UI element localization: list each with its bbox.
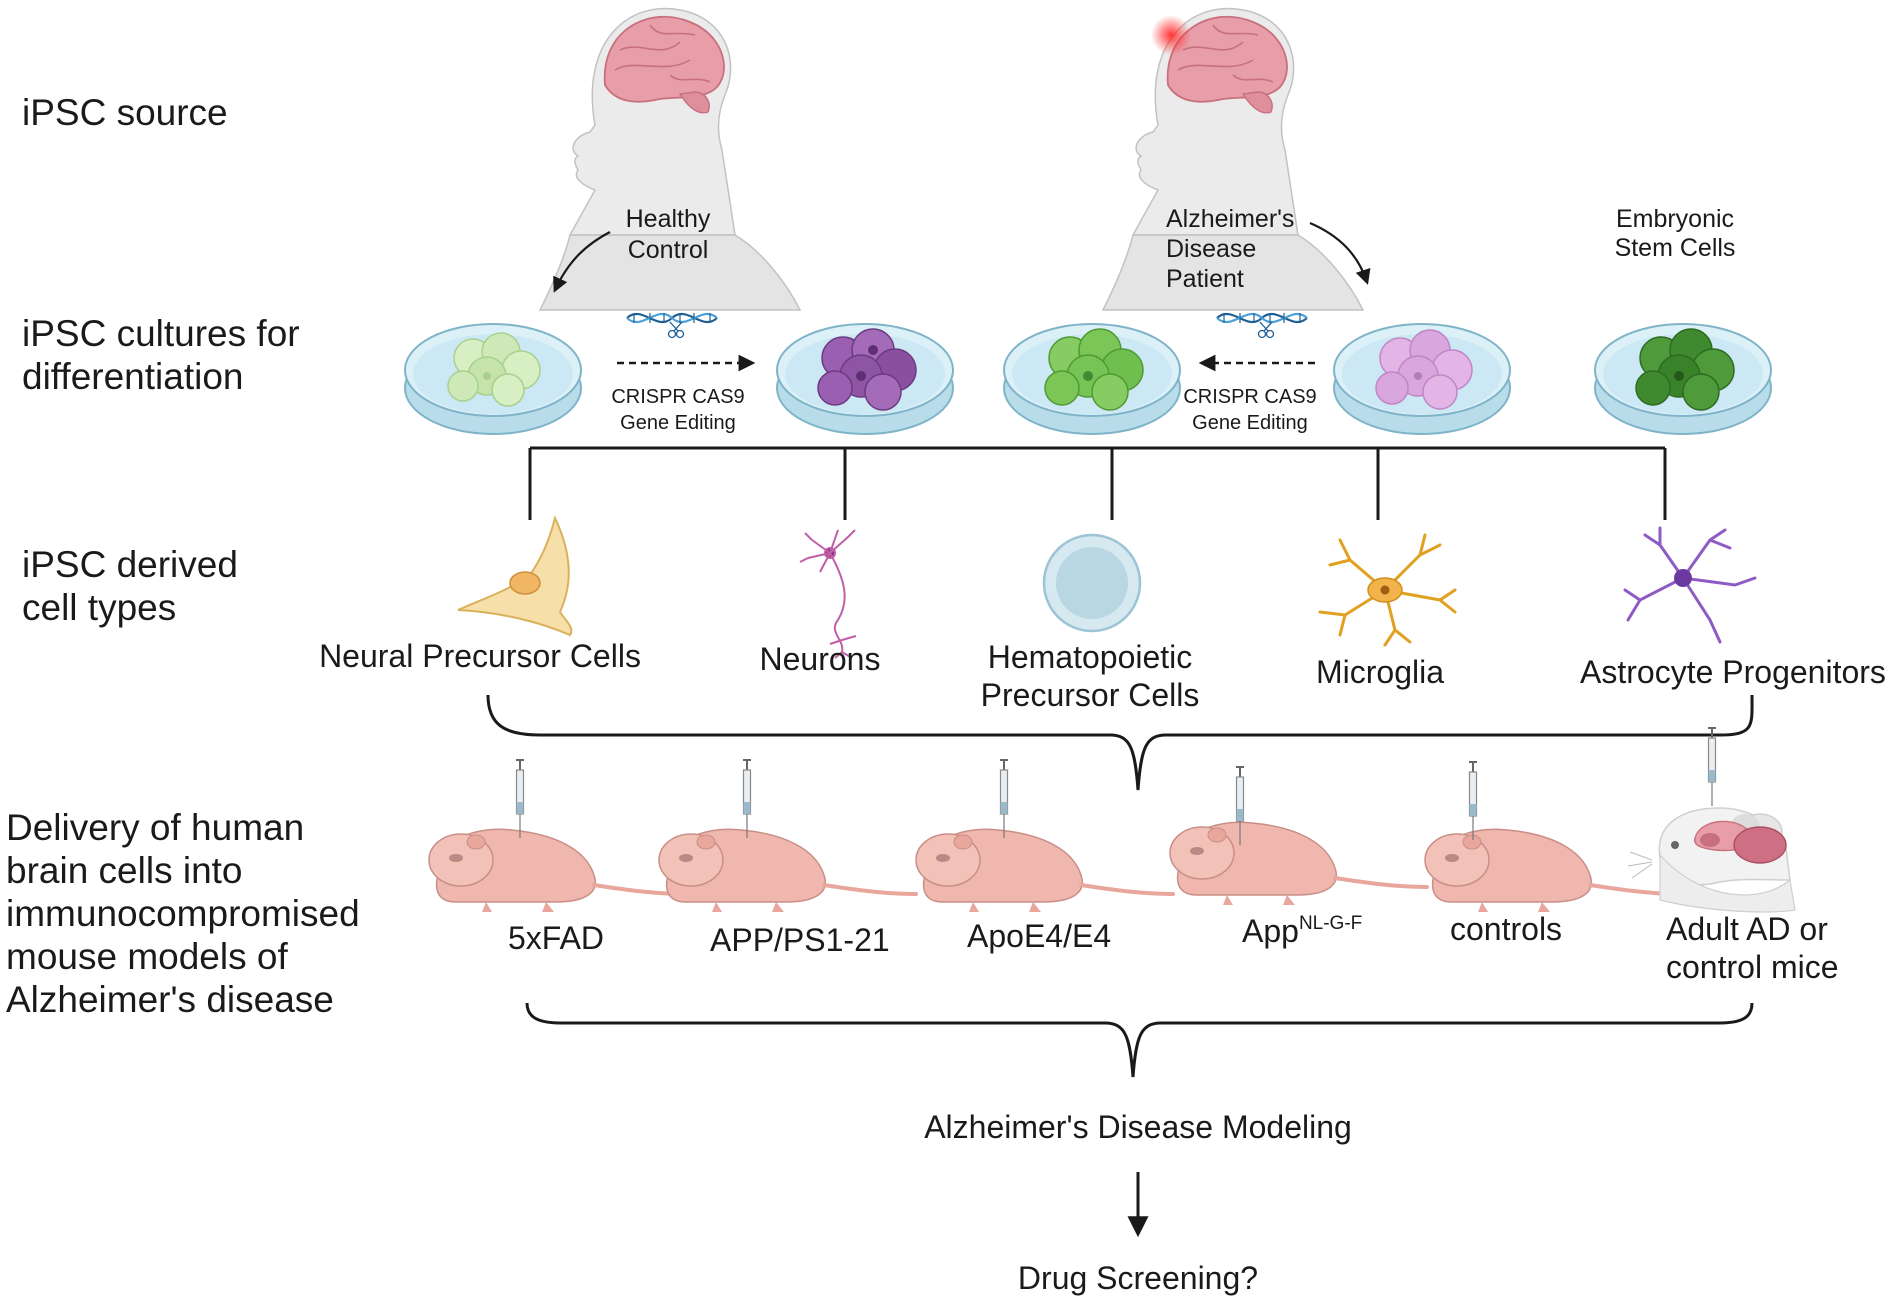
crispr-label-left-line1: CRISPR CAS9 bbox=[611, 386, 745, 408]
syringe-icon bbox=[999, 759, 1009, 839]
mouse-label-apoe4: ApoE4/E4 bbox=[967, 918, 1112, 954]
mouse-label-app-nlgf: AppNL-G-F bbox=[1242, 913, 1362, 950]
cell-type-connector bbox=[528, 446, 1667, 520]
dna-scissors-icon bbox=[625, 311, 719, 339]
mouse-models-brace bbox=[525, 1002, 1754, 1078]
healthy-to-dish-arrow bbox=[553, 231, 611, 293]
ad-patient-label-line1: Alzheimer's bbox=[1166, 205, 1295, 233]
neural-precursor-cell-icon bbox=[457, 515, 573, 637]
row-label-delivery-line1: Delivery of human bbox=[6, 807, 305, 848]
patient-to-dish-arrow bbox=[1309, 221, 1371, 285]
embryonic-culture-dish-icon bbox=[1594, 323, 1772, 435]
mouse-label-app-sup: NL-G-F bbox=[1298, 913, 1363, 934]
cell-label-neurons: Neurons bbox=[759, 641, 881, 677]
crispr-label-right-line2: Gene Editing bbox=[1192, 412, 1308, 434]
cell-label-hpc-line2: Precursor Cells bbox=[980, 677, 1200, 713]
neuron-icon bbox=[799, 529, 857, 659]
row-label-delivery-line2: brain cells into bbox=[6, 850, 243, 891]
syringe-icon bbox=[742, 759, 752, 839]
patient-head-icon bbox=[1102, 7, 1364, 311]
healthy-control-label-line2: Control bbox=[627, 236, 709, 264]
row-label-delivery-line4: mouse models of bbox=[6, 936, 288, 977]
mouse-pup-icon bbox=[427, 827, 688, 914]
ad-patient-label-line3: Patient bbox=[1166, 265, 1244, 293]
mouse-label-5xfad: 5xFAD bbox=[508, 920, 605, 956]
patient-culture-dish-icon bbox=[1333, 323, 1511, 435]
mouse-label-adult-line1: Adult AD or bbox=[1666, 911, 1828, 947]
row-label-delivery-line3: immunocompromised bbox=[6, 893, 360, 934]
hematopoietic-cell-icon bbox=[1042, 533, 1142, 633]
syringe-icon bbox=[515, 759, 525, 839]
mouse-label-app-ps1: APP/PS1-21 bbox=[710, 922, 890, 958]
crispr-label-left-line2: Gene Editing bbox=[620, 412, 736, 434]
adult-mouse-icon bbox=[1627, 807, 1796, 913]
outcome-modeling: Alzheimer's Disease Modeling bbox=[924, 1109, 1352, 1145]
ad-patient-label-line2: Disease bbox=[1166, 235, 1257, 263]
healthy-control-label-line1: Healthy bbox=[625, 205, 711, 233]
dna-scissors-icon bbox=[1215, 311, 1309, 339]
syringe-icon bbox=[1468, 761, 1478, 841]
crispr-label-right-line1: CRISPR CAS9 bbox=[1183, 386, 1317, 408]
astrocyte-icon bbox=[1623, 526, 1757, 644]
row-label-source: iPSC source bbox=[22, 92, 228, 133]
healthy-culture-dish-icon bbox=[404, 323, 582, 435]
outcome-drug-screening: Drug Screening? bbox=[1017, 1260, 1259, 1296]
mouse-label-app-base: App bbox=[1242, 913, 1299, 949]
edited-green-dish-icon bbox=[1003, 323, 1181, 435]
cell-label-npc: Neural Precursor Cells bbox=[319, 638, 641, 674]
embryonic-label-line1: Embryonic bbox=[1615, 205, 1735, 233]
edited-purple-dish-icon bbox=[776, 323, 954, 435]
syringe-icon bbox=[1707, 727, 1717, 807]
mouse-pup-icon bbox=[1168, 820, 1429, 907]
microglia-icon bbox=[1318, 533, 1457, 647]
row-label-cultures-line2: differentiation bbox=[22, 356, 244, 397]
mouse-pup-icon bbox=[657, 827, 918, 914]
cell-types-brace bbox=[486, 694, 1754, 791]
row-label-delivery-line5: Alzheimer's disease bbox=[6, 979, 334, 1020]
cell-label-astrocyte: Astrocyte Progenitors bbox=[1580, 654, 1886, 690]
cell-label-hpc-line1: Hematopoietic bbox=[987, 639, 1193, 675]
mouse-pup-icon bbox=[914, 827, 1175, 914]
cell-label-microglia: Microglia bbox=[1315, 654, 1445, 690]
row-label-derived-line1: iPSC derived bbox=[22, 544, 238, 585]
embryonic-label-line2: Stem Cells bbox=[1614, 234, 1736, 262]
row-label-derived-line2: cell types bbox=[22, 587, 177, 628]
mouse-pup-icon bbox=[1423, 827, 1684, 914]
row-label-cultures-line1: iPSC cultures for bbox=[22, 313, 300, 354]
mouse-label-controls: controls bbox=[1450, 911, 1563, 947]
mouse-label-adult-line2: control mice bbox=[1666, 949, 1839, 985]
